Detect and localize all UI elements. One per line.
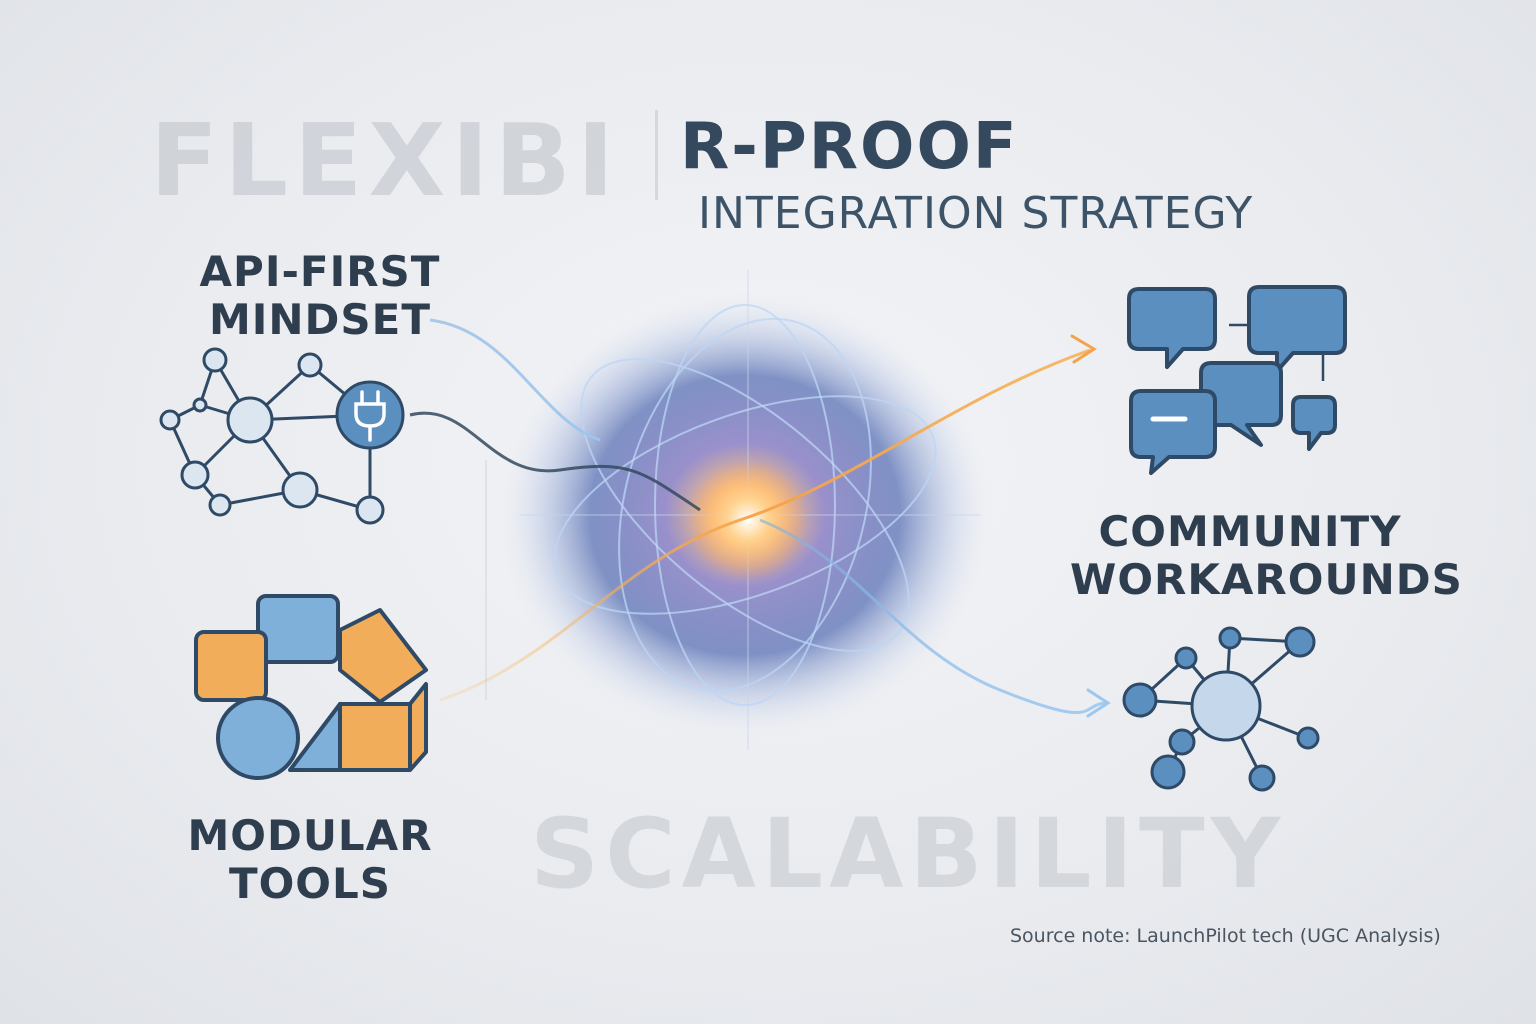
modular-blocks-icon bbox=[194, 594, 428, 780]
bubble-bottom-right bbox=[1291, 395, 1337, 451]
label-modular-tools: MODULAR TOOLS bbox=[180, 812, 440, 908]
divider-vertical-left bbox=[485, 460, 487, 700]
label-community-line-2: WORKAROUNDS bbox=[1070, 555, 1463, 604]
core-spark bbox=[688, 460, 808, 580]
plug-icon bbox=[335, 380, 405, 450]
bubble-bottom-left bbox=[1129, 389, 1217, 475]
block-triangle bbox=[288, 702, 342, 772]
hub-network-icon bbox=[1122, 626, 1320, 792]
arrow-head-bottom bbox=[1086, 688, 1111, 718]
hub-center bbox=[1190, 670, 1262, 742]
block-right-diamond bbox=[338, 608, 428, 704]
source-note: Source note: LaunchPilot tech (UGC Analy… bbox=[1010, 925, 1441, 947]
block-circle bbox=[216, 696, 300, 780]
bubble-middle bbox=[1199, 361, 1283, 447]
title-line-1: R-PROOF bbox=[680, 110, 1019, 184]
label-api-first-line-2: MINDSET bbox=[208, 295, 432, 344]
label-community-line-1: COMMUNITY bbox=[1098, 507, 1402, 556]
label-api-first-line-1: API-FIRST bbox=[199, 247, 441, 296]
chat-bubbles-icon bbox=[1127, 285, 1347, 475]
flow-line-hub bbox=[759, 518, 1106, 714]
atom-core-icon bbox=[553, 304, 937, 706]
label-api-first-mindset: API-FIRST MINDSET bbox=[190, 248, 450, 344]
watermark-scalability: SCALABILITY bbox=[530, 798, 1287, 910]
flow-line-modular bbox=[439, 348, 1091, 702]
network-plug-icon bbox=[159, 347, 405, 525]
label-modular-line-1: MODULAR bbox=[187, 811, 433, 860]
block-left bbox=[194, 630, 268, 702]
bubble-top-left bbox=[1127, 287, 1217, 369]
arrow-head-top bbox=[1070, 334, 1097, 364]
label-community-workarounds: COMMUNITY WORKAROUNDS bbox=[1070, 507, 1463, 604]
divider-vertical bbox=[655, 110, 658, 200]
watermark-flexibility: FLEXIBI bbox=[150, 102, 621, 219]
title-line-2: INTEGRATION STRATEGY bbox=[698, 188, 1254, 239]
label-modular-line-2: TOOLS bbox=[228, 859, 392, 908]
flow-line-api bbox=[409, 411, 701, 512]
bubble-top-right bbox=[1247, 285, 1347, 373]
block-top bbox=[256, 594, 340, 664]
